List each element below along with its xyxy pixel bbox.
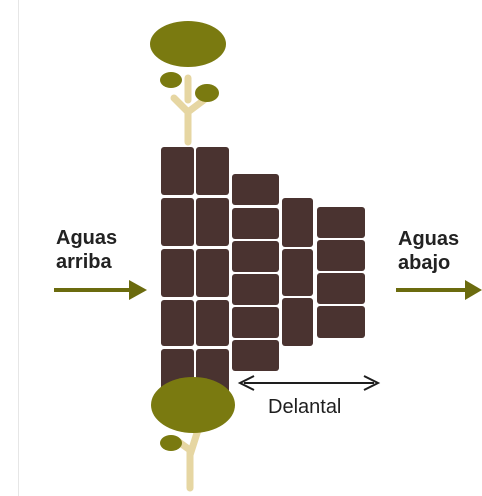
upstream-flow-arrow-icon — [54, 280, 147, 300]
stone-block — [196, 300, 229, 346]
stone-block — [161, 198, 194, 246]
stone-block — [232, 340, 279, 371]
main-gabion-wall — [161, 147, 229, 395]
stone-block — [161, 300, 194, 346]
stone-block — [232, 241, 279, 272]
downstream-flow-arrow-icon — [396, 280, 482, 300]
stone-block — [232, 174, 279, 205]
upstream-label-line2: arriba — [56, 251, 112, 273]
apron-dimension-arrow-icon — [237, 375, 381, 391]
downstream-label: Aguas abajo — [398, 227, 478, 275]
stone-block — [161, 249, 194, 297]
apron-step-3 — [317, 207, 365, 338]
stone-block — [196, 249, 229, 297]
stone-block — [282, 298, 313, 346]
apron-step-1 — [232, 174, 279, 371]
apron-step-2 — [282, 198, 313, 346]
stone-block — [232, 274, 279, 305]
stone-block — [317, 240, 365, 271]
stone-block — [161, 147, 194, 195]
stone-block — [232, 307, 279, 338]
stone-block — [317, 207, 365, 238]
stone-block — [282, 198, 313, 247]
top-tree-icon — [150, 21, 226, 146]
page-edge-line — [18, 0, 19, 496]
stone-block — [317, 306, 365, 338]
stone-block — [317, 273, 365, 304]
stone-block — [232, 208, 279, 239]
upstream-label: Aguas arriba — [56, 226, 136, 274]
upstream-label-line1: Aguas — [56, 227, 118, 249]
downstream-label-line1: Aguas — [398, 228, 460, 250]
downstream-label-line2: abajo — [398, 252, 451, 274]
stone-block — [282, 249, 313, 296]
bottom-tree-icon — [151, 377, 235, 492]
stone-block — [196, 198, 229, 246]
stone-block — [196, 147, 229, 195]
apron-label: Delantal — [268, 396, 342, 418]
